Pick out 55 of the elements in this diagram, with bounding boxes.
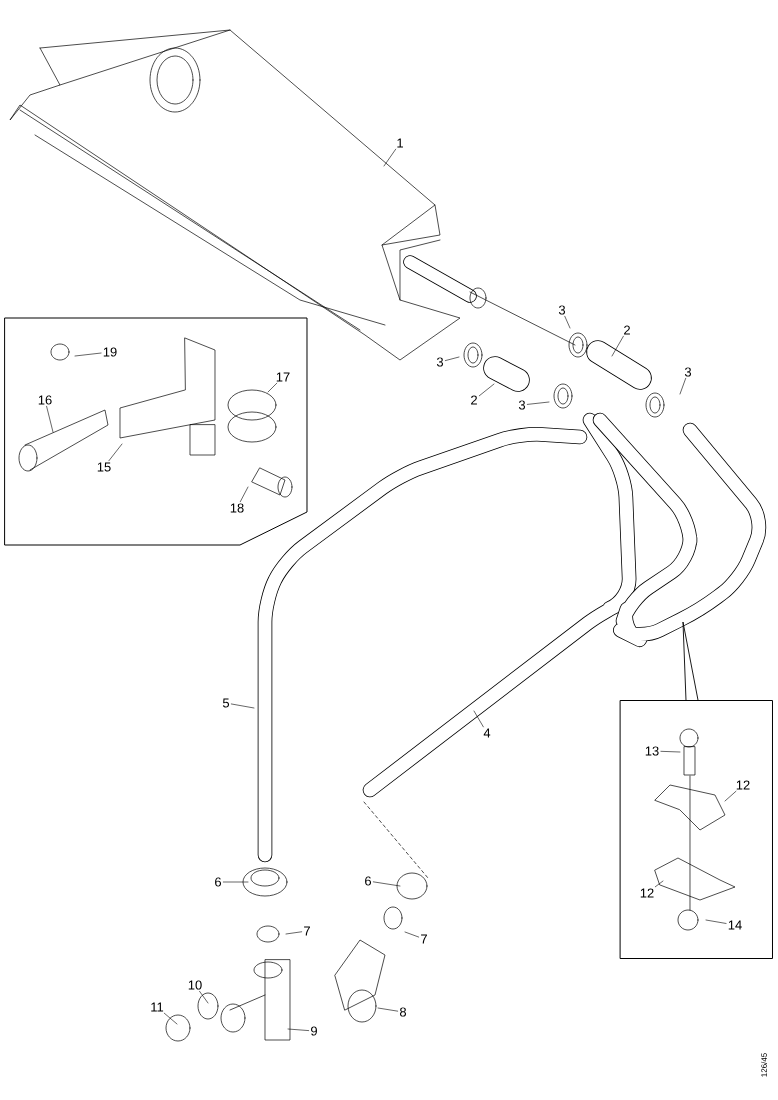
- callout-number: 10: [188, 980, 202, 990]
- callout-number: 14: [728, 920, 742, 930]
- leader-line: [267, 382, 278, 393]
- callout-number: 3: [558, 305, 566, 315]
- leader-line: [564, 316, 571, 329]
- leader-line: [285, 931, 302, 935]
- leader-line: [679, 378, 686, 395]
- callout-number: 2: [624, 325, 630, 335]
- leader-line: [682, 621, 699, 701]
- leader-line: [163, 1012, 178, 1025]
- callout-number: 18: [230, 503, 244, 513]
- callout-number: 3: [436, 357, 444, 367]
- leader-line: [240, 486, 249, 503]
- inset-frame: [620, 700, 773, 959]
- leader-line: [660, 751, 681, 753]
- inset-frame: [4, 317, 308, 546]
- leader-line: [46, 406, 54, 433]
- callout-number: 17: [276, 372, 290, 382]
- callout-number: 1: [397, 138, 403, 148]
- leader-line: [527, 401, 550, 405]
- callout-number: 6: [365, 876, 372, 886]
- leader-line: [655, 880, 664, 888]
- callout-number: 4: [483, 728, 491, 738]
- leader-line: [445, 356, 460, 361]
- leader-line: [287, 1028, 309, 1031]
- leader-line: [74, 352, 102, 357]
- leader-line: [611, 335, 624, 357]
- callout-number: 5: [222, 698, 230, 708]
- leader-line: [383, 148, 397, 167]
- leader-line: [705, 919, 727, 924]
- leader-line: [724, 790, 737, 802]
- leader-line: [231, 703, 255, 709]
- leader-line: [223, 881, 249, 883]
- leader-line: [377, 1007, 398, 1012]
- callout-number: 12: [736, 780, 750, 790]
- callout-number: 3: [684, 367, 692, 377]
- callout-number: 8: [399, 1007, 407, 1017]
- callout-number: 2: [471, 395, 477, 405]
- callout-number: 7: [421, 934, 427, 944]
- leader-line: [199, 991, 209, 1004]
- callout-number: 3: [518, 400, 526, 410]
- callout-number: 9: [311, 1026, 317, 1036]
- leader-line: [479, 383, 495, 397]
- callout-number: 16: [38, 395, 52, 405]
- callout-number: 11: [151, 1002, 164, 1012]
- leader-line: [108, 443, 123, 462]
- callout-number: 7: [304, 926, 310, 936]
- callout-number: 15: [97, 462, 111, 472]
- callout-number: 13: [645, 746, 659, 756]
- callout-number: 19: [103, 347, 117, 357]
- callout-number: 12: [640, 888, 654, 898]
- leader-line: [404, 931, 419, 938]
- leader-line: [373, 881, 401, 887]
- leader-line: [473, 710, 484, 728]
- callout-number: 6: [215, 877, 222, 887]
